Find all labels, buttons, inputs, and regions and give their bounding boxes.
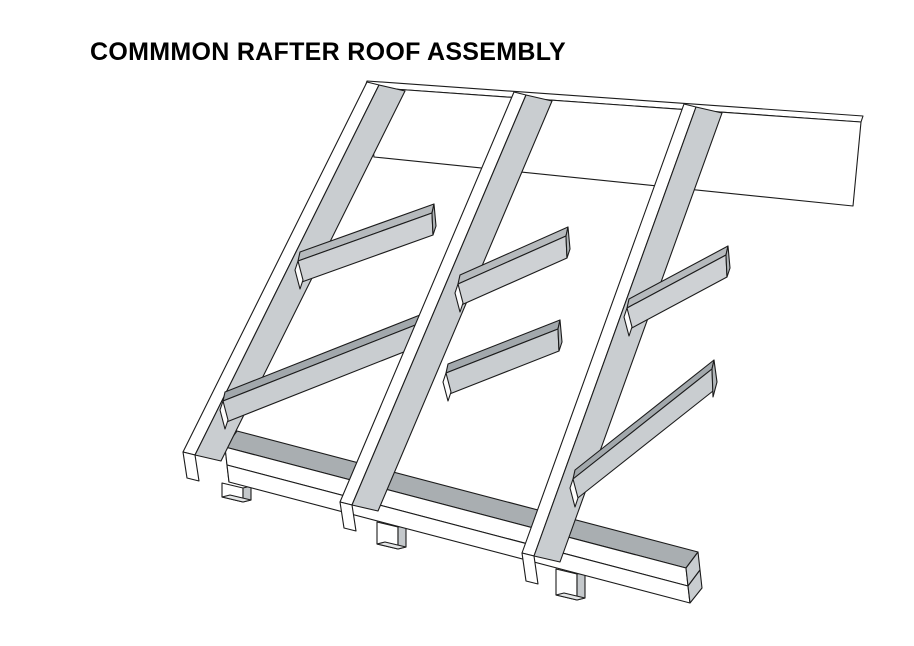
common-rafter-3 [521,103,723,585]
common-rafter-2 [339,91,553,532]
wall-stud-3 [555,568,586,601]
wall-stud-1 [221,482,252,503]
purlin-block-upper-2 [454,226,571,313]
page-title: COMMMON RAFTER ROOF ASSEMBLY [90,38,566,66]
ridge-board [364,80,864,207]
common-rafter-1 [182,81,406,482]
purlin-block-upper-1 [294,203,437,290]
purlin-block-lower-2 [442,319,563,402]
purlin-block-upper-3 [623,245,731,337]
purlin-block-lower-3 [569,359,718,508]
wall-stud-2 [376,521,407,550]
